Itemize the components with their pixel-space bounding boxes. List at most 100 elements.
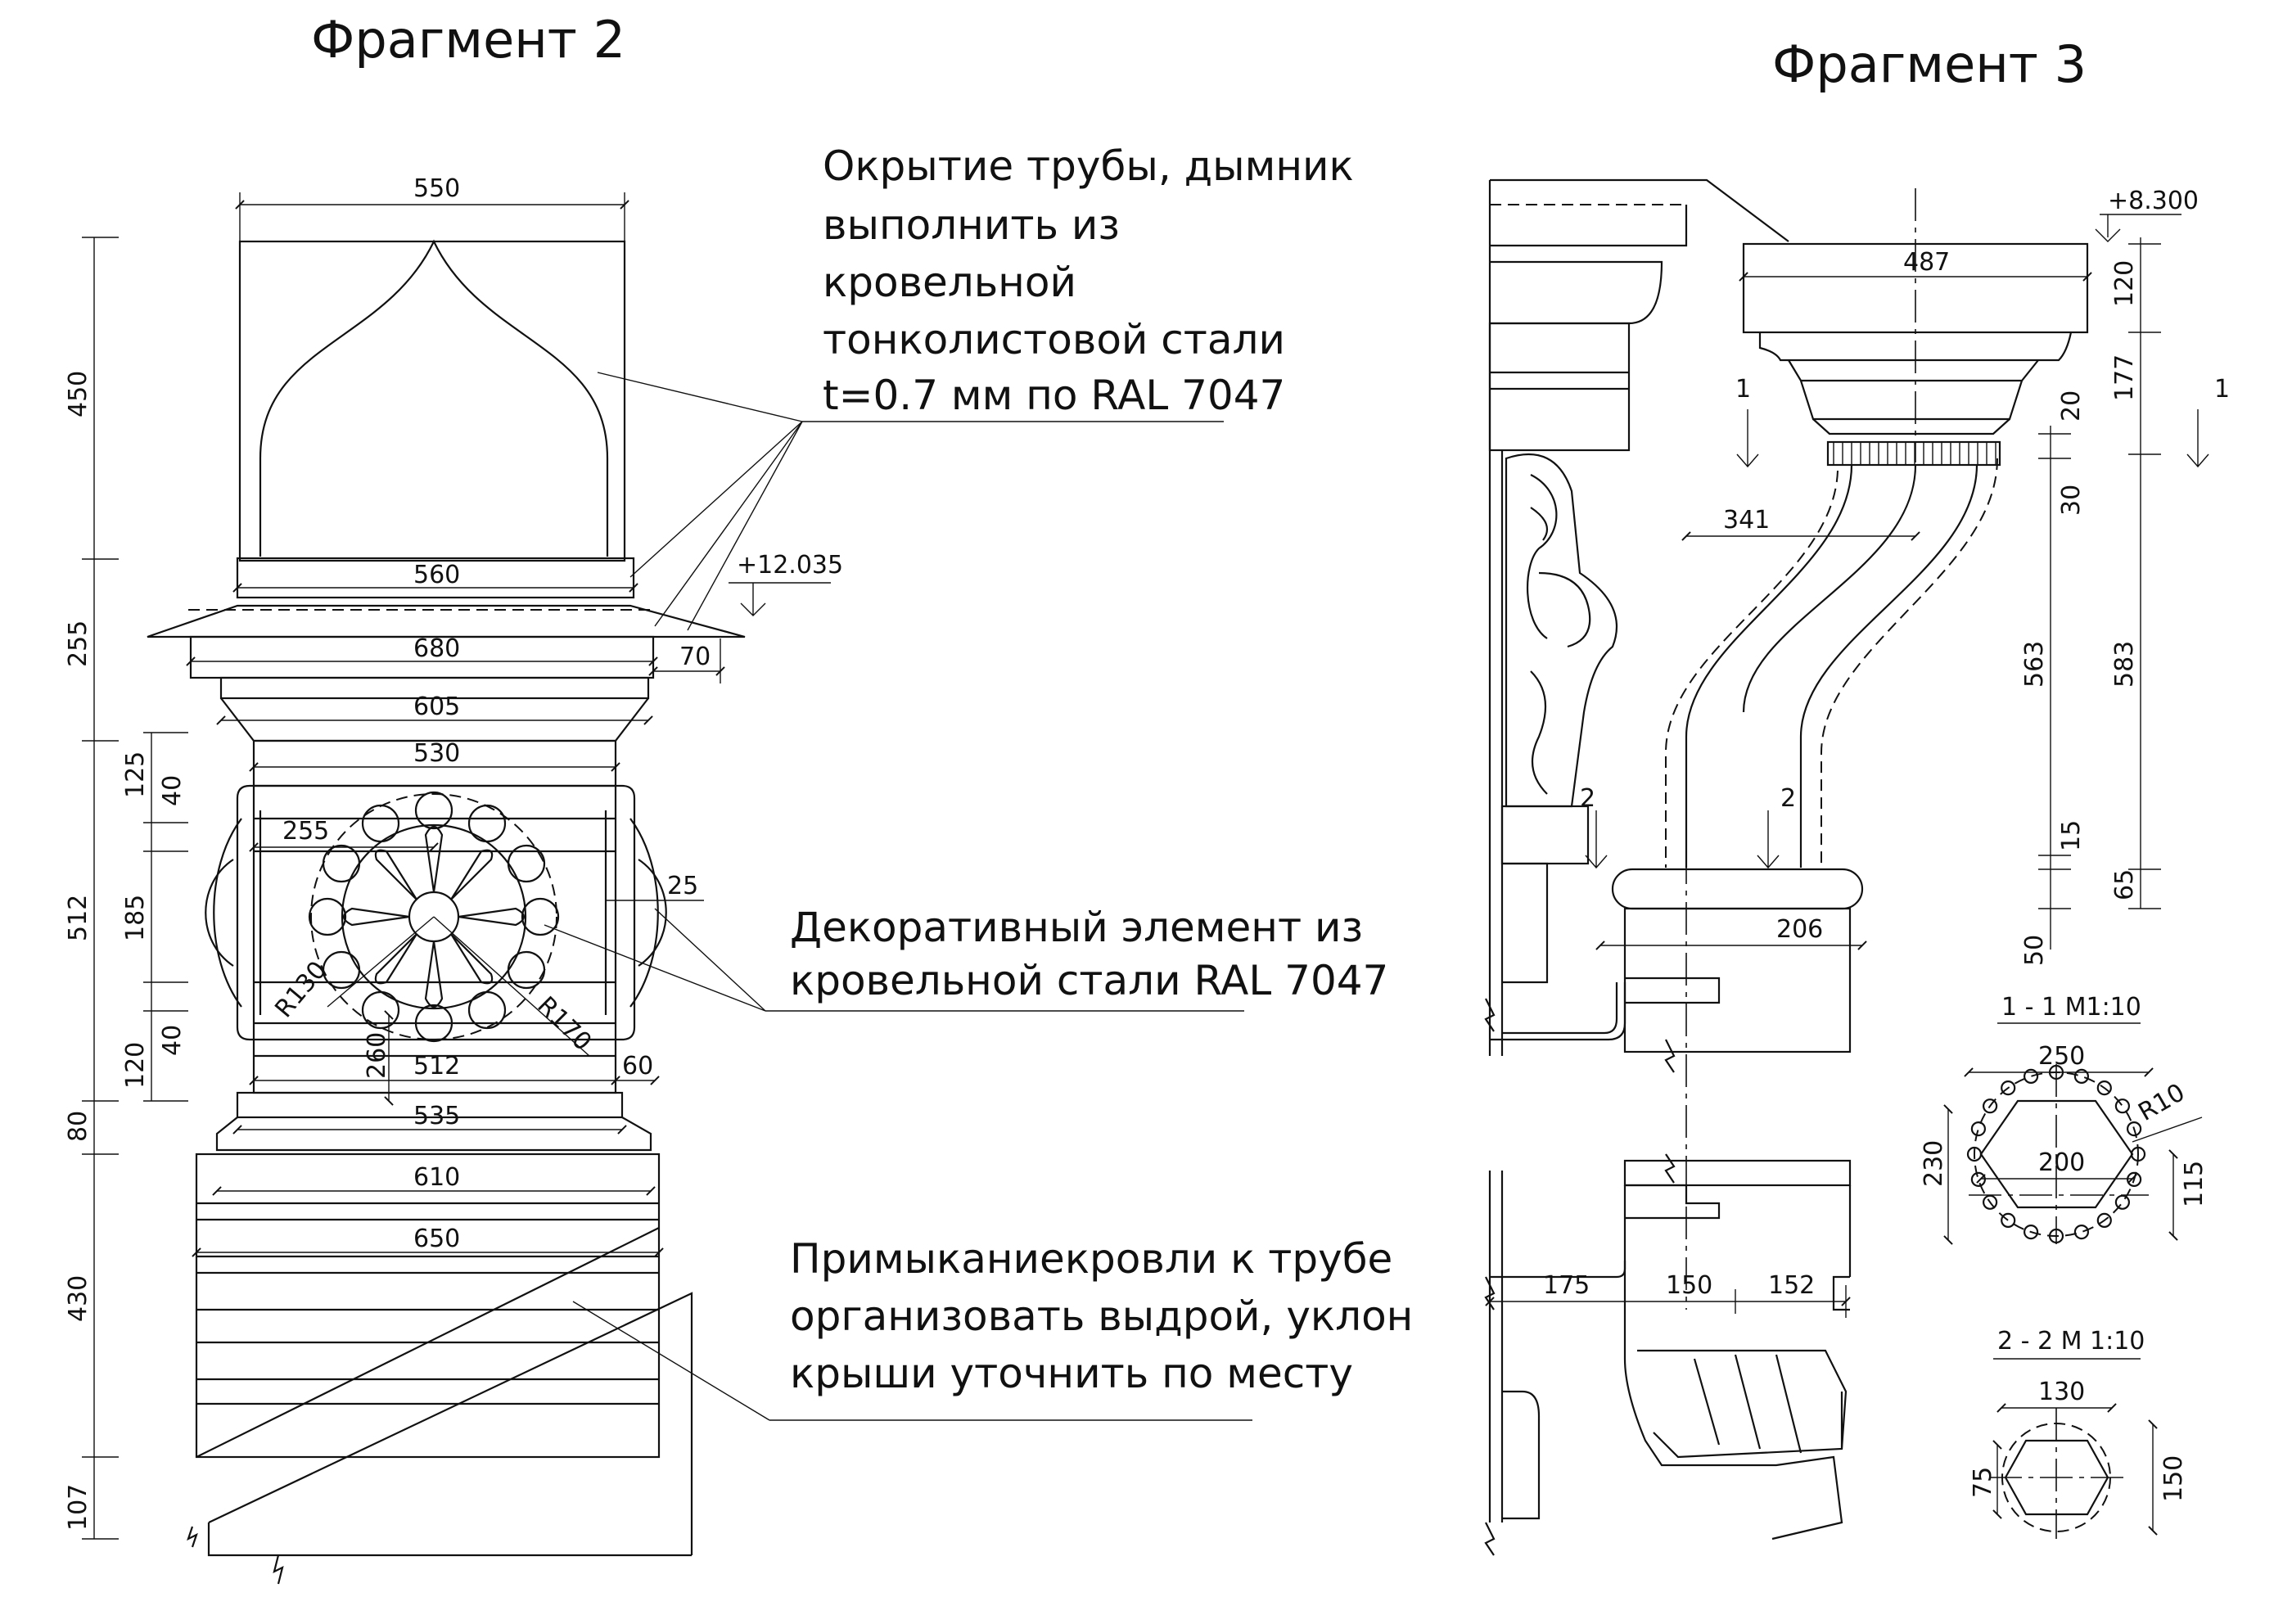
dim-65: 65 bbox=[2110, 869, 2139, 900]
section-bead bbox=[2048, 1228, 2064, 1244]
dim-610: 610 bbox=[413, 1163, 460, 1192]
dim-r10: R10 bbox=[2134, 1078, 2190, 1127]
dim-341: 341 bbox=[1723, 506, 1770, 535]
dim-230: 230 bbox=[1920, 1140, 1948, 1187]
section-bead bbox=[2096, 1212, 2112, 1229]
dim-25: 25 bbox=[667, 872, 698, 900]
dim-75: 75 bbox=[1969, 1467, 1997, 1498]
section-bead bbox=[2096, 1080, 2112, 1096]
chimney-drawing bbox=[147, 239, 746, 1585]
svg-text:t=0.7 мм по RAL 7047: t=0.7 мм по RAL 7047 bbox=[823, 372, 1285, 419]
dim-430: 430 bbox=[64, 1275, 92, 1322]
section-bead bbox=[1966, 1146, 1983, 1162]
dim-255: 255 bbox=[282, 817, 329, 846]
dim-530: 530 bbox=[413, 739, 460, 768]
dim-80: 80 bbox=[64, 1111, 92, 1142]
dim-120: 120 bbox=[121, 1042, 150, 1089]
f3-dimensions: +8.300 487 120 177 583 65 20 30 563 15 5… bbox=[1485, 187, 2230, 1318]
dim-563: 563 bbox=[2020, 641, 2049, 688]
dim-583: 583 bbox=[2110, 641, 2139, 688]
dim-70: 70 bbox=[679, 643, 711, 671]
section-1-1-title: 1 - 1 M1:10 bbox=[2001, 993, 2141, 1022]
svg-text:тонколистовой стали: тонколистовой стали bbox=[823, 316, 1285, 363]
dim-260: 260 bbox=[363, 1032, 391, 1079]
svg-text:Декоративный элемент из: Декоративный элемент из bbox=[790, 904, 1363, 951]
svg-text:выполнить из: выполнить из bbox=[823, 201, 1120, 249]
cut-1-right: 1 bbox=[2214, 375, 2230, 404]
section-1-1-beads bbox=[1966, 1064, 2146, 1244]
section-bead bbox=[2001, 1080, 2016, 1096]
section-bead bbox=[1983, 1194, 1998, 1210]
svg-text:кровельной стали RAL 7047: кровельной стали RAL 7047 bbox=[790, 957, 1388, 1004]
dim-680: 680 bbox=[413, 634, 460, 663]
svg-text:кровельной: кровельной bbox=[823, 259, 1076, 306]
dim-512h: 512 bbox=[64, 895, 92, 941]
svg-text:Окрытие трубы, дымник: Окрытие трубы, дымник bbox=[823, 142, 1354, 190]
section-bead bbox=[2024, 1224, 2039, 1240]
dim-40a: 40 bbox=[158, 775, 187, 806]
section-bead bbox=[1983, 1098, 1998, 1114]
section-bead bbox=[2001, 1212, 2016, 1229]
section-bead bbox=[2073, 1068, 2089, 1085]
note-roof-adjoin: Примыканиекровли к трубе организовать вы… bbox=[572, 1235, 1413, 1421]
dim-605: 605 bbox=[413, 692, 460, 721]
dim-15: 15 bbox=[2057, 820, 2086, 851]
rosette-petals bbox=[342, 825, 526, 1008]
section-bead bbox=[1970, 1121, 1986, 1137]
cut-1-left: 1 bbox=[1735, 375, 1751, 404]
svg-text:крыши уточнить по месту: крыши уточнить по месту bbox=[790, 1350, 1353, 1397]
note-decor-element: Декоративный элемент из кровельной стали… bbox=[544, 904, 1388, 1012]
svg-text:Примыканиекровли к трубе: Примыканиекровли к трубе bbox=[790, 1235, 1392, 1283]
dim-200: 200 bbox=[2038, 1148, 2085, 1177]
title-fragment-2: Фрагмент 2 bbox=[311, 10, 625, 70]
gutter-ribs bbox=[1833, 443, 1996, 464]
f2-dimensions: 550 560 680 70 605 530 255 25 512 60 260… bbox=[64, 174, 843, 1540]
section-bead bbox=[2048, 1064, 2064, 1080]
dim-115: 115 bbox=[2180, 1161, 2209, 1207]
level-12035: +12.035 bbox=[737, 551, 843, 580]
dim-175: 175 bbox=[1543, 1271, 1590, 1300]
section-2-2-title: 2 - 2 M 1:10 bbox=[1997, 1327, 2145, 1356]
dim-550: 550 bbox=[413, 174, 460, 203]
section-bead bbox=[2114, 1098, 2130, 1114]
level-8300: +8.300 bbox=[2108, 187, 2199, 215]
dim-535: 535 bbox=[413, 1102, 460, 1130]
gutter-drawing bbox=[1484, 178, 2089, 1556]
dim-60: 60 bbox=[622, 1052, 653, 1080]
section-bead bbox=[2073, 1224, 2089, 1240]
dim-120f3: 120 bbox=[2110, 260, 2139, 307]
dim-125: 125 bbox=[121, 751, 150, 798]
dim-177: 177 bbox=[2110, 354, 2139, 401]
section-1-1: 1 - 1 M1:10 250 200 230 115 R10 bbox=[1920, 993, 2209, 1245]
svg-text:организовать выдрой, уклон: организовать выдрой, уклон bbox=[790, 1292, 1413, 1340]
section-bead bbox=[1970, 1171, 1986, 1188]
cut-2-left: 2 bbox=[1580, 784, 1595, 813]
section-2-2: 2 - 2 M 1:10 130 75 150 bbox=[1969, 1327, 2188, 1539]
dim-450: 450 bbox=[64, 371, 92, 417]
title-fragment-3: Фрагмент 3 bbox=[1772, 34, 2087, 94]
dim-50: 50 bbox=[2020, 935, 2049, 966]
section-bead bbox=[2127, 1171, 2142, 1188]
section-bead bbox=[2024, 1068, 2039, 1085]
dim-255h: 255 bbox=[64, 620, 92, 667]
rosette-scallops bbox=[308, 791, 560, 1043]
dim-250: 250 bbox=[2038, 1042, 2085, 1071]
dim-150: 150 bbox=[1666, 1271, 1712, 1300]
dim-185: 185 bbox=[121, 895, 150, 941]
dim-107: 107 bbox=[64, 1484, 92, 1531]
dim-40b: 40 bbox=[158, 1025, 187, 1056]
dim-150s: 150 bbox=[2159, 1455, 2188, 1502]
dim-512w: 512 bbox=[413, 1052, 460, 1080]
note-roof-covering: Окрытие трубы, дымник выполнить из крове… bbox=[597, 142, 1354, 631]
dim-650: 650 bbox=[413, 1225, 460, 1253]
dim-560: 560 bbox=[413, 561, 460, 589]
dim-20: 20 bbox=[2057, 390, 2086, 422]
dim-152: 152 bbox=[1768, 1271, 1815, 1300]
section-bead bbox=[2130, 1146, 2146, 1162]
dim-30: 30 bbox=[2057, 485, 2086, 516]
dim-130: 130 bbox=[2038, 1378, 2085, 1406]
section-bead bbox=[2127, 1121, 2142, 1137]
section-bead bbox=[2114, 1194, 2130, 1210]
